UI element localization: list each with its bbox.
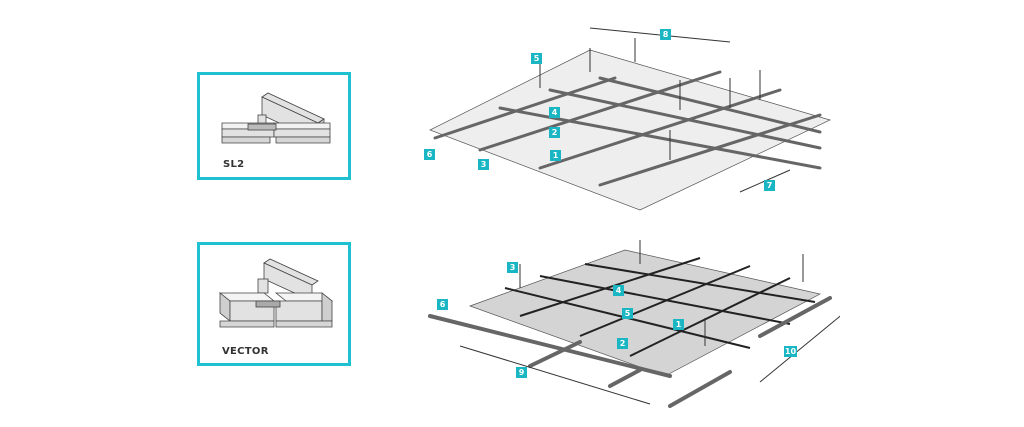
label-badge-8: 8	[660, 29, 671, 40]
label-badge-9: 9	[516, 367, 527, 378]
label-badge-6: 6	[424, 149, 435, 160]
ceiling-grid-drawing-top	[429, 27, 831, 211]
label-badge-1: 1	[550, 150, 561, 161]
label-badge-4: 4	[613, 285, 624, 296]
vector-profile-illustration	[218, 258, 334, 328]
ceiling-grid-diagram-bottom: 1 2 3 4 5 6 9 10	[400, 236, 851, 416]
label-badge-4: 4	[549, 107, 560, 118]
detail-box-sl2: SL2	[197, 72, 351, 180]
detail-caption-vector: VECTOR	[222, 346, 269, 357]
label-badge-2: 2	[617, 338, 628, 349]
label-badge-10: 10	[784, 346, 797, 357]
label-badge-3: 3	[478, 159, 489, 170]
label-badge-1: 1	[673, 319, 684, 330]
label-badge-5: 5	[531, 53, 542, 64]
label-badge-2: 2	[549, 127, 560, 138]
label-badge-5: 5	[622, 308, 633, 319]
detail-caption-sl2: SL2	[223, 159, 245, 170]
label-badge-3: 3	[507, 262, 518, 273]
label-badge-7: 7	[764, 180, 775, 191]
label-badge-6: 6	[437, 299, 448, 310]
sl2-profile-illustration	[221, 92, 331, 144]
ceiling-grid-diagram-top: 1 2 3 4 5 6 7 8	[400, 20, 840, 220]
detail-box-vector: VECTOR	[197, 242, 351, 366]
ceiling-grid-drawing-bottom	[428, 240, 851, 408]
